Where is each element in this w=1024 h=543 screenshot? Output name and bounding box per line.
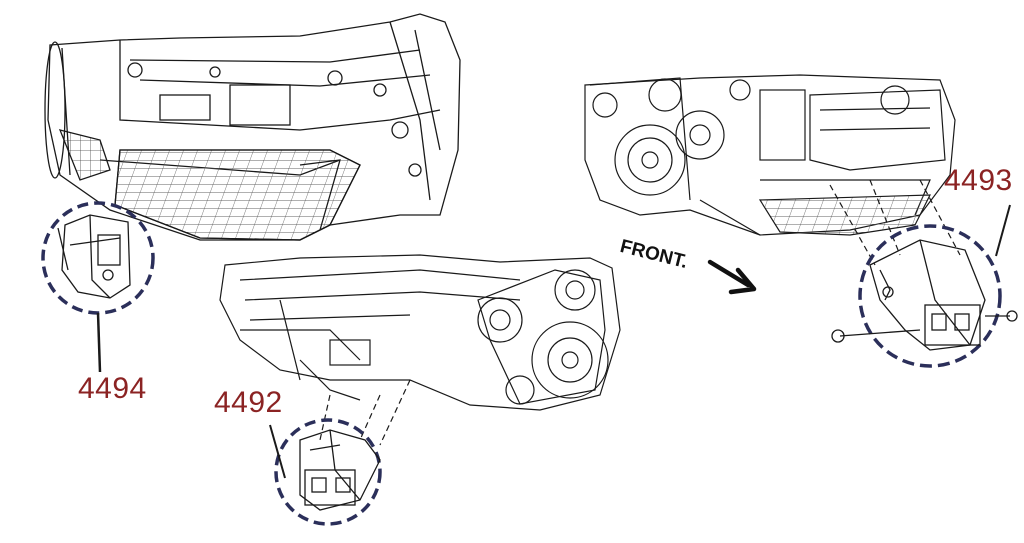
mount-4494-detail: [41, 201, 155, 373]
transmission-drawing: [44, 13, 461, 241]
mount-4493-detail: [831, 204, 1018, 368]
engine-center-drawing: [219, 254, 621, 446]
mount-4492-circle: [274, 418, 382, 526]
callout-4494: 4494: [78, 372, 147, 405]
callout-4493: 4493: [944, 164, 1013, 197]
callout-4492: 4492: [214, 386, 283, 419]
mount-4492-detail: [269, 418, 382, 526]
front-direction-arrow: [707, 259, 757, 295]
mount-4493-circle: [858, 224, 1002, 368]
engine-right-drawing: [584, 74, 961, 266]
